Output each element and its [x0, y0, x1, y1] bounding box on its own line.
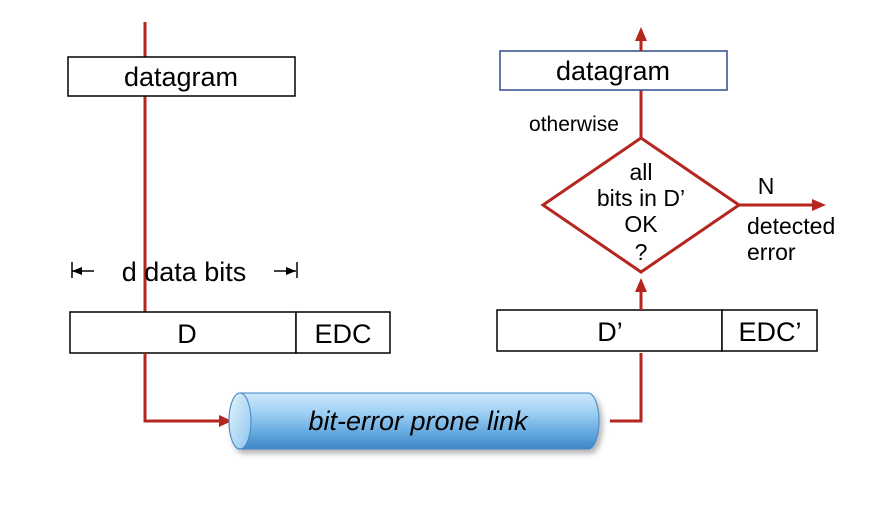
frame-to-decision-arrowhead	[635, 278, 647, 292]
decision-diamond	[540, 136, 742, 274]
detected-error-line-2: error	[747, 239, 796, 265]
link-to-receiver-line	[610, 353, 643, 423]
data-width-label: d data bits	[122, 257, 247, 287]
receiver-datagram-label: datagram	[556, 56, 670, 86]
otherwise-label: otherwise	[529, 113, 619, 136]
sender-data-field: D	[177, 319, 197, 349]
bit-error-link	[228, 392, 600, 450]
link-label: bit-error prone link	[308, 406, 529, 436]
decision-line-4: ?	[635, 239, 648, 265]
receiver-data-field: D’	[597, 317, 623, 347]
data-width-indicator: d data bits	[71, 257, 298, 287]
sender-datagram-label: datagram	[124, 62, 238, 92]
decision-line-3: OK	[624, 211, 658, 237]
decision-line-2: bits in D’	[597, 185, 685, 211]
sender-to-link-arrowhead	[219, 415, 232, 427]
receiver-datagram-box: datagram	[499, 50, 728, 91]
sender-datagram-box: datagram	[67, 56, 296, 97]
receiver-output-arrowhead	[635, 27, 647, 41]
detected-error-line-1: detected	[747, 213, 835, 239]
receiver-edc-field: EDC’	[738, 317, 801, 347]
receiver-frame-box: D’ EDC’	[496, 309, 818, 352]
sender-to-link-line	[143, 353, 222, 423]
sender-edc-field: EDC	[314, 319, 371, 349]
sender-frame-box: D EDC	[69, 311, 391, 354]
no-label: N	[758, 173, 775, 199]
error-branch-arrowhead	[812, 199, 826, 211]
decision-line-1: all	[629, 159, 652, 185]
